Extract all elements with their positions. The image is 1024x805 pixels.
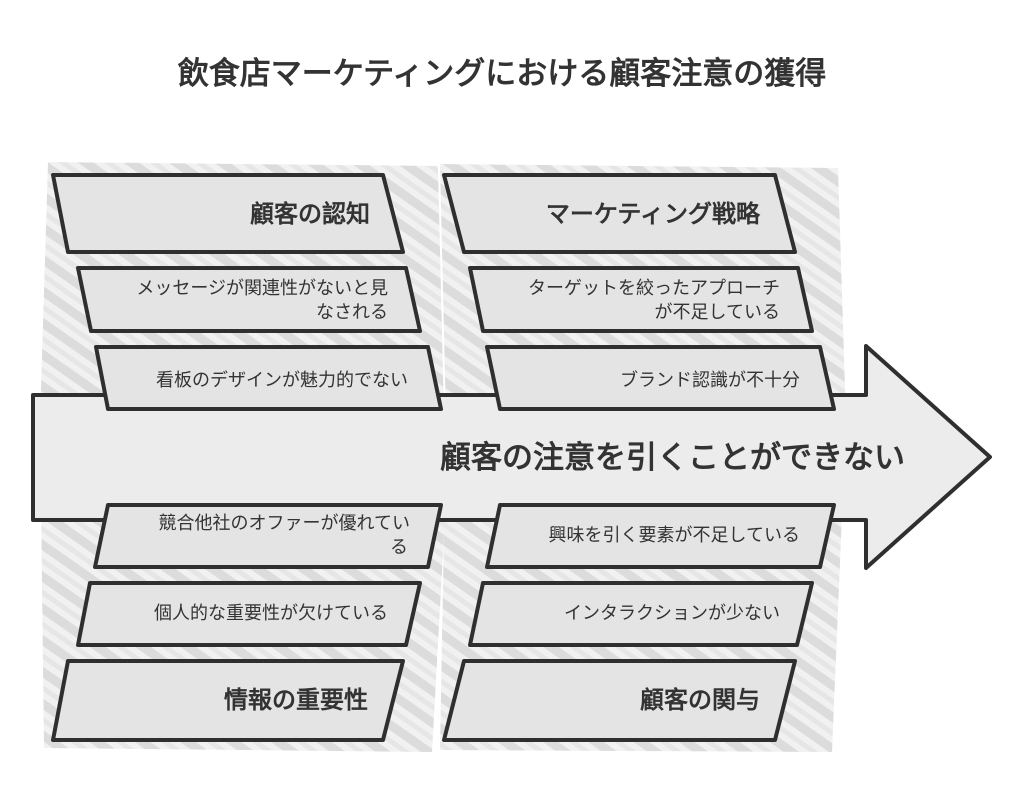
category-label: マーケティング戦略 — [546, 200, 761, 228]
category-box — [442, 659, 797, 742]
cause-label: ブランド認識が不十分 — [620, 369, 800, 391]
cause-label-line: る — [390, 537, 408, 558]
cause-label: インタラクションが少ない — [564, 603, 780, 624]
cause-box — [94, 345, 443, 411]
cause-box — [468, 266, 814, 333]
cause-label-line: ターゲットを絞ったアプローチ — [528, 278, 780, 299]
effect-label: 顧客の注意を引くことができない — [440, 440, 905, 476]
cause-box — [76, 266, 422, 333]
cause-label-line: メッセージが関連性がないと見 — [136, 278, 388, 299]
category-label: 顧客の関与 — [640, 686, 760, 714]
cause-box — [485, 503, 836, 569]
cause-label-line: なされる — [316, 302, 388, 323]
category-box — [51, 659, 405, 742]
cause-box — [93, 503, 443, 569]
category-customer-engagement: 興味を引く要素が不足している インタラクションが少ない 顧客の関与 — [442, 503, 836, 742]
cause-box — [468, 581, 814, 647]
cause-label-line: が不足している — [655, 302, 780, 323]
cause-box — [76, 581, 422, 647]
category-marketing-strategy: マーケティング戦略 ターゲットを絞ったアプローチ が不足している ブランド認識が… — [442, 173, 836, 411]
cause-label: 看板のデザインが魅力的でない — [156, 370, 408, 391]
category-box — [442, 173, 797, 254]
category-box — [51, 173, 405, 254]
cause-label: 個人的な重要性が欠けている — [154, 603, 388, 624]
cause-box — [485, 345, 836, 411]
cause-label-line: 競合他社のオファーが優れてい — [159, 513, 410, 534]
category-information-relevance: 競合他社のオファーが優れてい る 個人的な重要性が欠けている 情報の重要性 — [51, 503, 443, 742]
category-customer-awareness: 顧客の認知 メッセージが関連性がないと見 なされる 看板のデザインが魅力的でない — [51, 173, 443, 411]
cause-label: 興味を引く要素が不足している — [549, 525, 800, 546]
category-label: 顧客の認知 — [250, 200, 370, 228]
category-label: 情報の重要性 — [224, 686, 368, 714]
diagram-title: 飲食店マーケティングにおける顧客注意の獲得 — [178, 56, 827, 92]
